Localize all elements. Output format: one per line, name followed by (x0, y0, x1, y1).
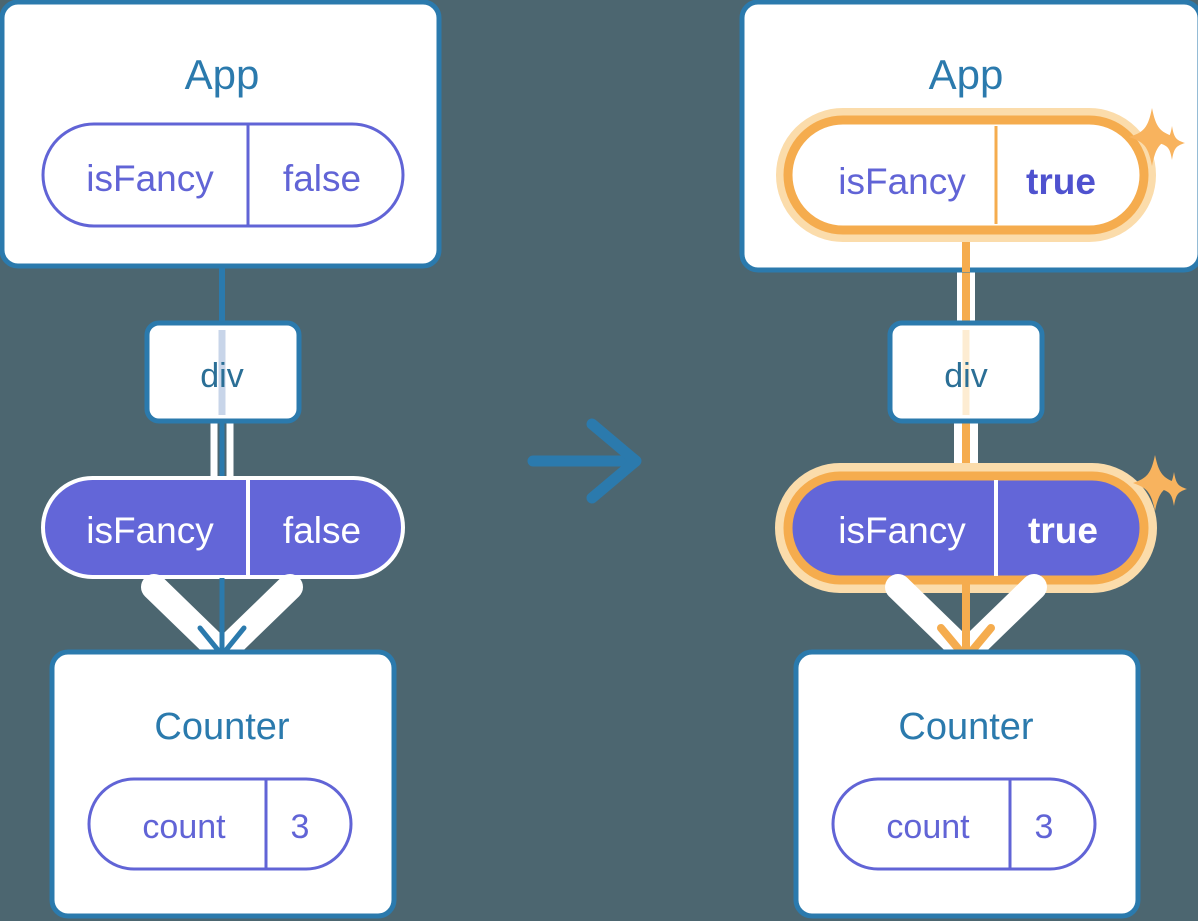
counter-box-before (49, 649, 397, 919)
prop-pill-after (775, 463, 1157, 593)
sparkle-large-icon-prop (1133, 455, 1177, 511)
counter-state-value-after: 3 (1035, 808, 1054, 846)
transition-arrow-icon (527, 418, 642, 504)
counter-state-name-after: count (886, 808, 970, 846)
counter-title-before: Counter (154, 706, 290, 748)
prop-name-after: isFancy (838, 510, 966, 551)
div-box-after (887, 320, 1045, 424)
counter-title-after: Counter (898, 706, 1034, 748)
app-title-after: App (929, 51, 1004, 98)
sparkle-small-icon-app (1159, 126, 1185, 160)
prop-pill-before (41, 476, 405, 579)
prop-value-before: false (283, 510, 361, 551)
sparkle-small-icon-prop (1161, 472, 1187, 506)
div-box-before (144, 320, 302, 424)
state-pill-app-after (776, 108, 1156, 242)
counter-state-name-before: count (142, 808, 226, 846)
sparkle-large-icon-app (1129, 108, 1175, 166)
app-state-name-after: isFancy (838, 161, 966, 202)
counter-box-after (793, 649, 1141, 919)
app-state-value-before: false (283, 158, 361, 199)
prop-name-before: isFancy (86, 510, 214, 551)
div-label-before: div (200, 357, 243, 395)
app-state-name-before: isFancy (86, 158, 214, 199)
prop-value-after: true (1028, 510, 1098, 551)
app-title-before: App (185, 51, 260, 98)
app-state-value-after: true (1026, 161, 1096, 202)
state-pill-app-before (41, 122, 405, 228)
counter-state-value-before: 3 (291, 808, 310, 846)
div-label-after: div (944, 357, 987, 395)
